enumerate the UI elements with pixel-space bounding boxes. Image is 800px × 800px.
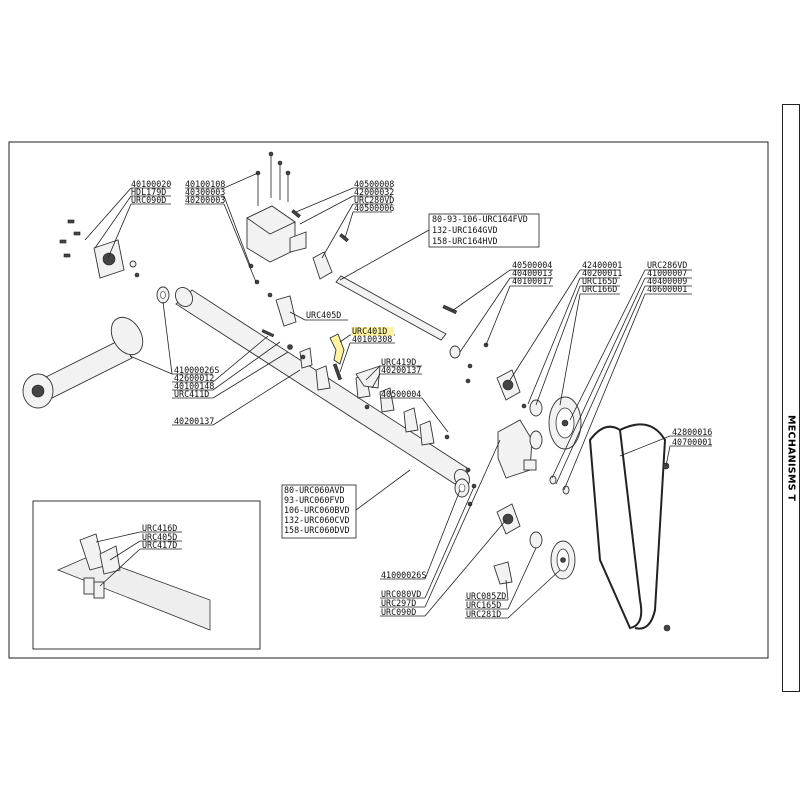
part-label-highlighted: URC401D <box>352 326 387 336</box>
part-label: 40500004 <box>512 260 552 270</box>
inset-frame <box>32 500 261 650</box>
part-label: 80-93-106-URC164FVD <box>432 214 528 224</box>
part-label: 132-URC164GVD <box>432 225 498 235</box>
part-label: 40100020 <box>131 179 171 189</box>
part-label: URC166D <box>582 284 617 294</box>
part-label: URC165D <box>466 600 501 610</box>
part-label: 40600001 <box>647 284 687 294</box>
parts-drawing <box>22 151 671 632</box>
part-label: 40300003 <box>185 187 225 197</box>
part-label: URC280VD <box>354 195 394 205</box>
part-label: 40400013 <box>512 268 552 278</box>
part-label: 40400009 <box>647 276 687 286</box>
part-label: 158-URC060DVD <box>284 525 350 535</box>
part-label: 40200137 <box>381 365 421 375</box>
part-label: 40100017 <box>512 276 552 286</box>
highlight-marker <box>351 327 394 336</box>
part-label: URC085ZD <box>466 591 506 601</box>
part-label: 40100308 <box>352 334 392 344</box>
part-label: 40100108 <box>185 179 225 189</box>
part-label: 42600012 <box>174 373 214 383</box>
part-label: URC297D <box>381 598 416 608</box>
part-label: 40700001 <box>672 437 712 447</box>
leader-lines <box>84 172 712 619</box>
part-label: 93-URC060FVD <box>284 495 345 505</box>
part-label: 41000026S <box>381 570 426 580</box>
part-label: URC411D <box>174 389 209 399</box>
part-label: 42800016 <box>672 427 712 437</box>
part-label: URC416D <box>142 523 177 533</box>
part-label: 40200003 <box>185 195 225 205</box>
part-label: URC281D <box>466 609 501 619</box>
part-label: 40100148 <box>174 381 214 391</box>
part-label: 41000007 <box>647 268 687 278</box>
part-label: URC419D <box>381 357 416 367</box>
part-label: 158-URC164HVD <box>432 236 498 246</box>
part-label: URC165D <box>582 276 617 286</box>
part-label: 40500008 <box>354 179 394 189</box>
part-label: URC417D <box>142 540 177 550</box>
part-label: 40200011 <box>582 268 622 278</box>
part-labels: 40100020 HDL179D URC090D 40100108 403000… <box>131 179 712 619</box>
part-label: HDL179D <box>131 187 166 197</box>
section-title: MECHANISMS T <box>785 414 797 502</box>
part-label: 132-URC060CVD <box>284 515 350 525</box>
part-label: URC286VD <box>647 260 687 270</box>
part-label: URC405D <box>142 532 177 542</box>
part-label: URC090D <box>381 607 416 617</box>
part-label: URC080VD <box>381 589 421 599</box>
part-label: URC090D <box>131 195 166 205</box>
part-label: 42000032 <box>354 187 394 197</box>
part-label: URC405D <box>306 310 341 320</box>
diagram-frame <box>8 141 769 659</box>
part-label: 41000026S <box>174 365 219 375</box>
part-label: 40200137 <box>174 416 214 426</box>
part-label: 106-URC060BVD <box>284 505 350 515</box>
part-label: 42400001 <box>582 260 622 270</box>
part-label: 80-URC060AVD <box>284 485 345 495</box>
part-label: 40500004 <box>381 389 421 399</box>
part-label: 40500006 <box>354 203 394 213</box>
